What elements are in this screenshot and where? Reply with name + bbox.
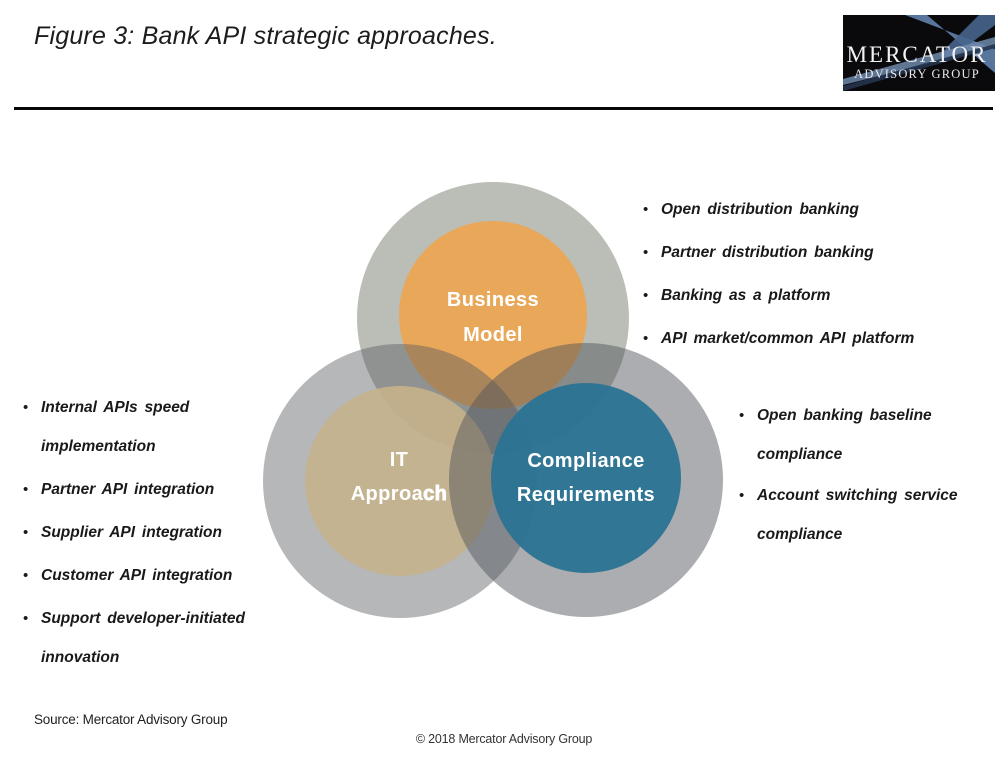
header-divider [14,107,993,110]
it-approach-inner-circle [305,386,495,576]
list-item: Open banking baseline compliance [737,396,972,474]
business-model-bullet-list: Open distribution banking Partner distri… [641,190,981,362]
logo-swoosh-icon [843,37,995,85]
compliance-label-line2: Requirements [517,484,655,506]
mercator-logo: MERCATOR ADVISORY GROUP [843,15,995,91]
list-item: Supplier API integration [21,513,256,552]
it-approach-bullet-list: Internal APIs speed implementation Partn… [21,388,256,681]
logo-subtitle-text: ADVISORY GROUP [854,67,980,81]
list-item: Banking as a platform [641,276,981,315]
list-item: API market/common API platform [641,319,981,358]
it-approach-label-line2-normal: Approa [351,483,424,505]
business-model-label-line2: Model [463,324,523,346]
page-title: Figure 3: Bank API strategic approaches. [34,22,497,50]
it-approach-label-line2: Approach [351,483,448,505]
list-item: Support developer-initiated innovation [21,599,256,677]
business-model-label-line1: Business [447,289,539,311]
source-text: Source: Mercator Advisory Group [34,712,228,727]
list-item: Partner API integration [21,470,256,509]
business-model-inner-circle [399,221,587,409]
list-item: Partner distribution banking [641,233,981,272]
logo-swoosh-icon [843,44,995,91]
compliance-label-line1: Compliance [527,450,644,472]
list-item: Internal APIs speed implementation [21,388,256,466]
compliance-bullet-list: Open banking baseline compliance Account… [737,396,972,556]
list-item: Customer API integration [21,556,256,595]
compliance-inner-circle [491,383,681,573]
copyright-text: © 2018 Mercator Advisory Group [415,732,593,746]
it-approach-label-line2-bold: ch [423,483,447,505]
list-item: Account switching service compliance [737,476,972,554]
logo-name-text: MERCATOR [847,42,988,67]
it-approach-label-line1: IT [390,449,409,471]
list-item: Open distribution banking [641,190,981,229]
